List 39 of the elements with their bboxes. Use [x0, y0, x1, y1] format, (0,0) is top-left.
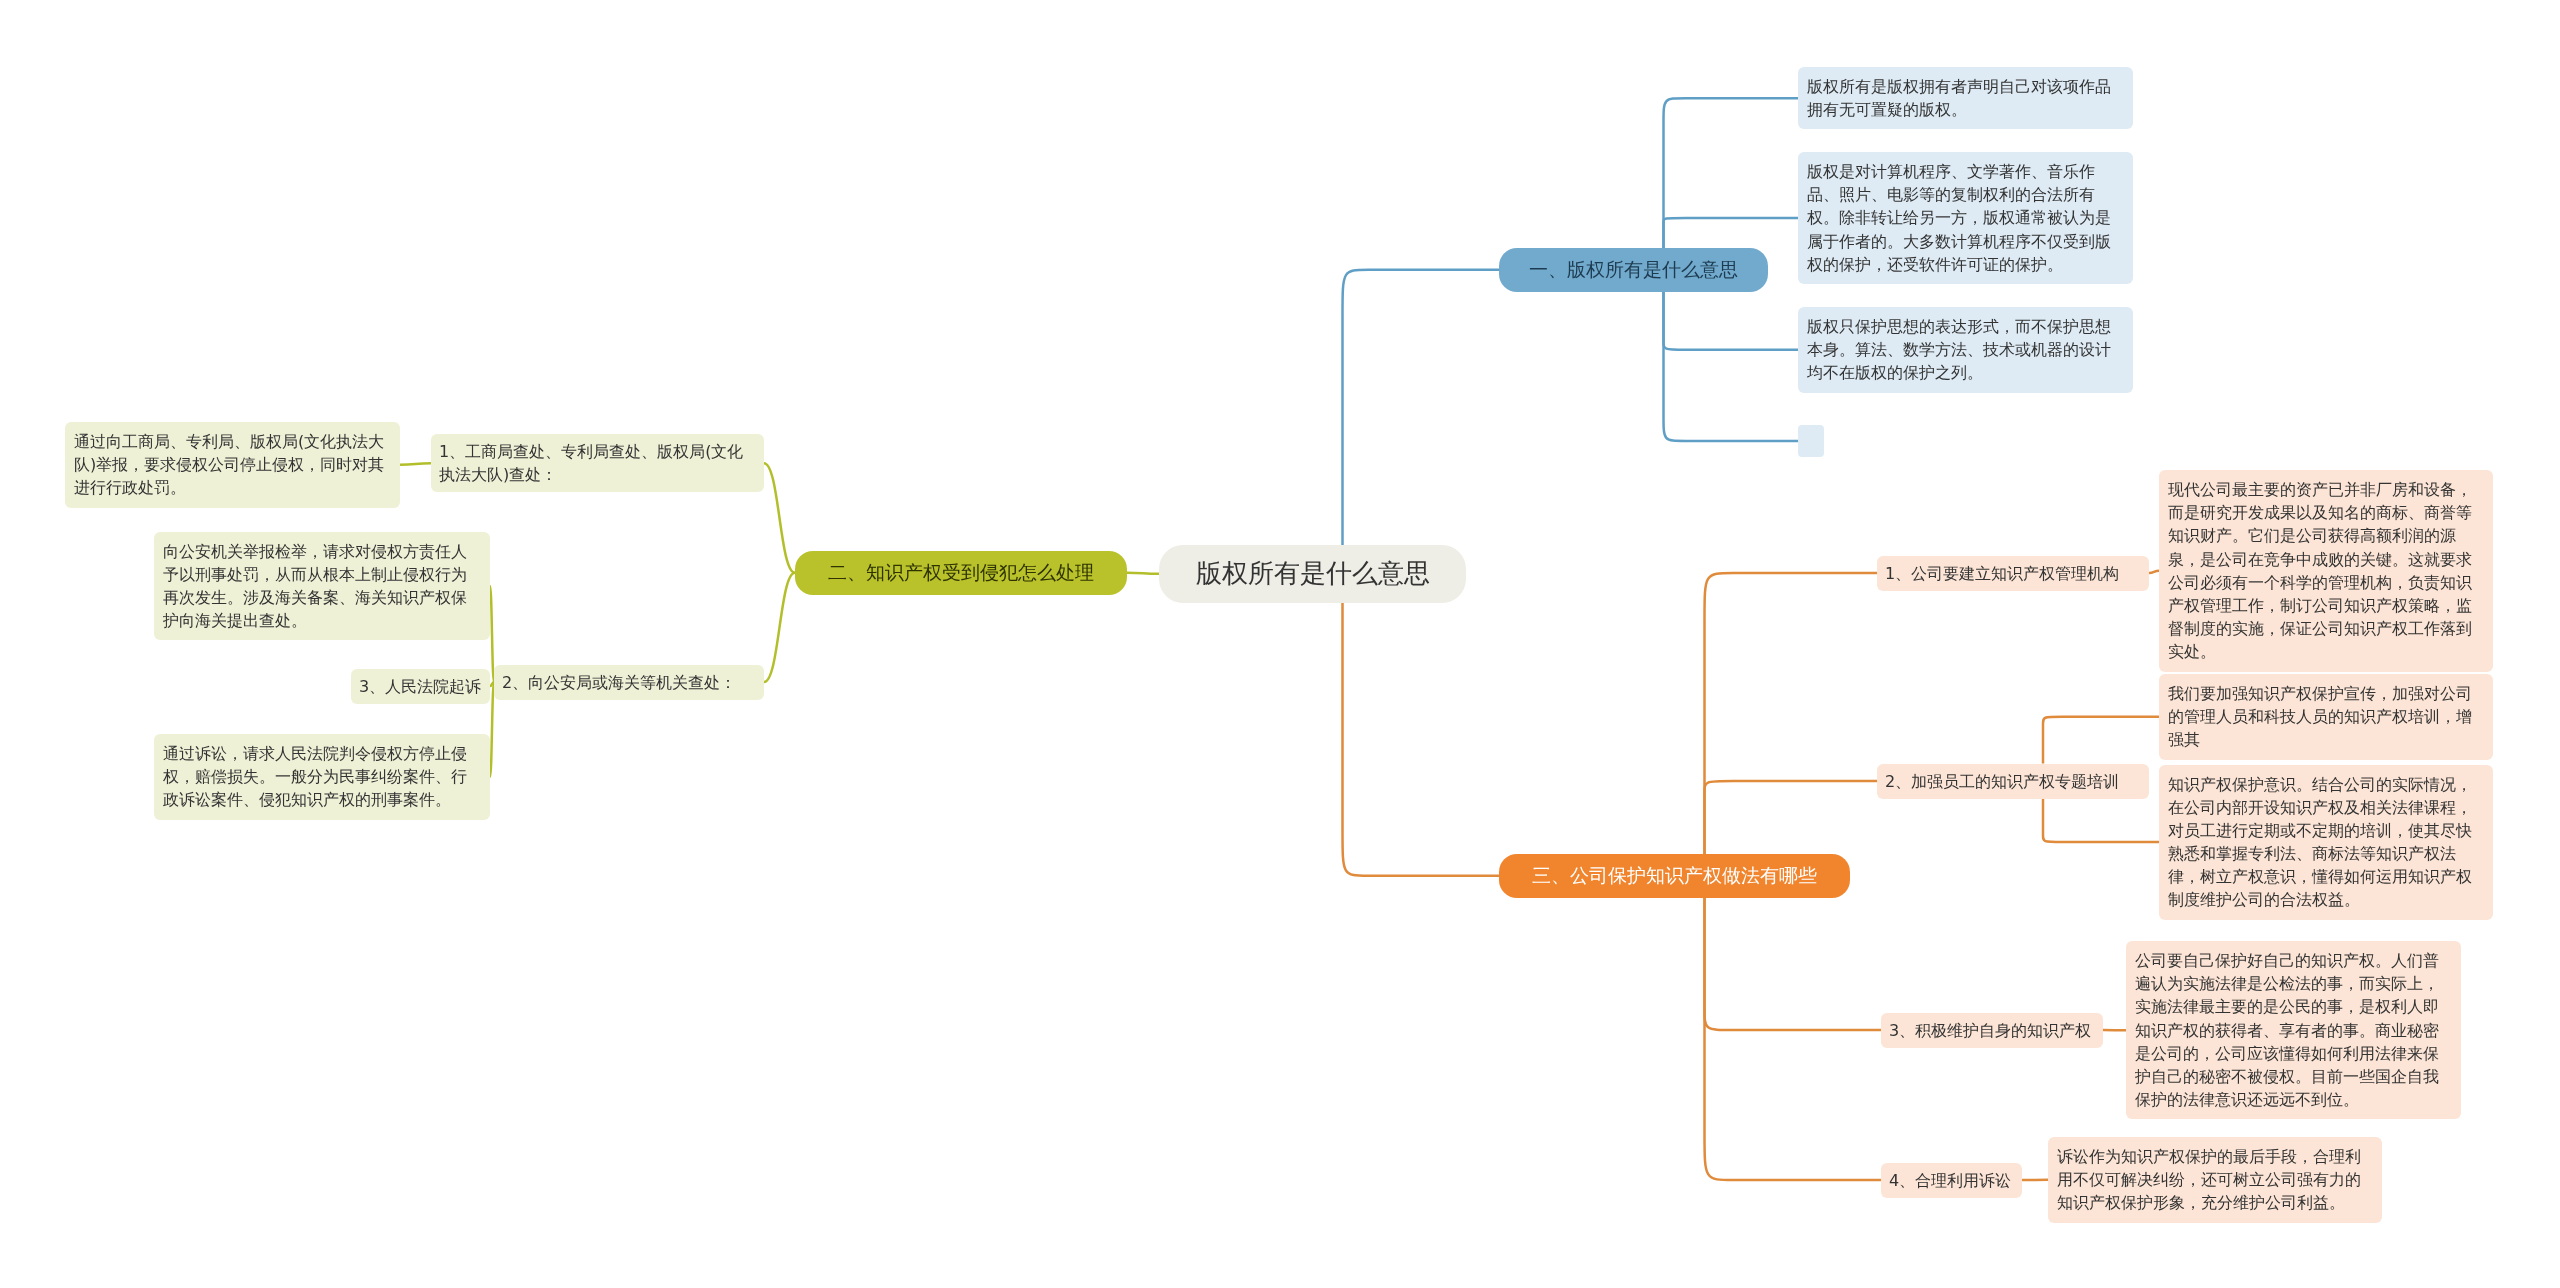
connector-line — [1341, 268, 1499, 545]
note-box: 通过诉讼，请求人民法院判令侵权方停止侵权，赔偿损失。一般分为民事纠纷案件、行政诉讼案件、侵犯知识产权的刑事案件。 — [154, 734, 490, 820]
note-box: 版权是对计算机程序、文学著作、音乐作品、照片、电影等的复制权利的合法所有权。除非转让给另一方，版权通常被认为是属于作者的。大多数计算机程序不仅受到版权的保护，还受软件许可证的保护。 — [1798, 152, 2133, 284]
connector-line — [1662, 291, 1798, 443]
connector-line — [2041, 798, 2159, 844]
subtopic-box: 1、公司要建立知识产权管理机构 — [1877, 555, 2149, 591]
subtopic-box: 3、人民法院起诉 — [351, 668, 490, 704]
subtopic-box: 2、向公安局或海关等机关查处： — [494, 664, 764, 700]
note-box: 通过向工商局、专利局、版权局(文化执法大队)举报，要求侵权公司停止侵权，同时对其进行行政处罚。 — [65, 422, 400, 508]
connector-line — [763, 571, 796, 684]
note-box: 版权只保护思想的表达形式，而不保护思想本身。算法、数学方法、技术或机器的设计均不在版权的保护之列。 — [1798, 307, 2133, 393]
connector-line — [1662, 216, 1798, 248]
central-topic: 版权所有是什么意思 — [1159, 545, 1466, 603]
connector-line — [2022, 1178, 2048, 1182]
connector-line — [2103, 1028, 2126, 1032]
connector-line — [1703, 779, 1877, 854]
subtopic-box: 4、合理利用诉讼 — [1881, 1162, 2022, 1198]
empty-box — [1798, 425, 1824, 457]
note-box: 公司要自己保护好自己的知识产权。人们普遍认为实施法律是公检法的事，而实际上，实施法律最主要的是公民的事，是权利人即知识产权的获得者、享有者的事。商业秘密是公司的，公司应该懂得如何利用法律来保护自己的秘密不被侵权。目前一些国企自我保护的法律意识还远远不到位。 — [2126, 941, 2461, 1120]
connector-line — [400, 461, 431, 467]
note-box: 诉讼作为知识产权保护的最后手段，合理利用不仅可解决纠纷，还可树立公司强有力的知识产权保护形象，充分维护公司利益。 — [2048, 1137, 2382, 1223]
connector-line — [1127, 571, 1159, 576]
connector-line — [488, 585, 496, 683]
note-box: 我们要加强知识产权保护宣传，加强对公司的管理人员和科技人员的知识产权培训，增强其 — [2159, 674, 2493, 760]
note-box: 现代公司最主要的资产已并非厂房和设备，而是研究开发成果以及知名的商标、商誉等知识财产。它们是公司获得高额利润的源泉，是公司在竞争中成败的关键。这就要求公司必须有一个科学的管理机构，负责知识产权管理工作，制订公司知识产权策略，监督制度的实施，保证公司知识产权工作落到实处。 — [2159, 470, 2493, 672]
subtopic-box: 3、积极维护自身的知识产权 — [1881, 1012, 2103, 1048]
connector-line — [1341, 602, 1499, 877]
subtopic-box: 1、工商局查处、专利局查处、版权局(文化执法大队)查处： — [431, 434, 764, 493]
connector-line — [1703, 897, 1881, 1182]
subtopic-box: 2、加强员工的知识产权专题培训 — [1877, 763, 2149, 799]
branch-topic: 三、公司保护知识产权做法有哪些 — [1499, 854, 1850, 898]
note-box: 知识产权保护意识。结合公司的实际情况，在公司内部开设知识产权及相关法律课程，对员工进行定期或不定期的培训，使其尽快熟悉和掌握专利法、商标法等知识产权法律，树立产权意识，懂得如何运用知识产权制度维护公司的合法权益。 — [2159, 764, 2493, 920]
branch-topic: 二、知识产权受到侵犯怎么处理 — [795, 551, 1127, 595]
connector-line — [2041, 715, 2159, 764]
note-box: 版权所有是版权拥有者声明自己对该项作品拥有无可置疑的版权。 — [1798, 67, 2133, 130]
connector-line — [2148, 569, 2160, 575]
connector-line — [763, 462, 796, 574]
note-box: 向公安机关举报检举，请求对侵权方责任人予以刑事处罚，从而从根本上制止侵权行为再次发生。涉及海关备案、海关知识产权保护向海关提出查处。 — [154, 531, 490, 641]
branch-topic: 一、版权所有是什么意思 — [1499, 248, 1768, 292]
